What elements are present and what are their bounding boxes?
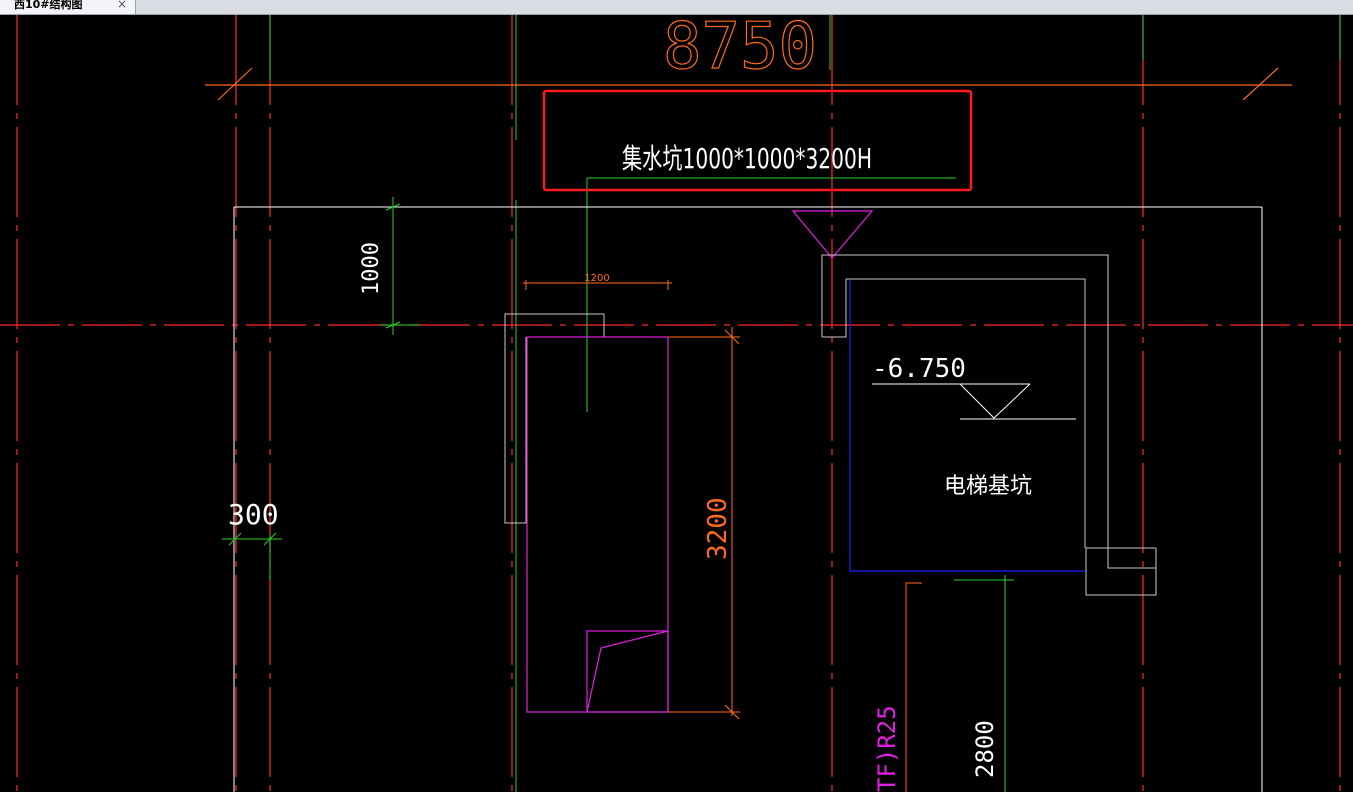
axis-lines-vertical: [16, 15, 1341, 792]
top-dimension-text: 8750: [663, 15, 817, 84]
sump-wall-outline: [504, 313, 605, 524]
elevator-pit-wall-outline: [821, 254, 1157, 596]
dimension-300-text: 300: [228, 498, 279, 531]
dimension-2800-text: 2800: [971, 720, 999, 778]
dimension-1200-text: 1200: [584, 273, 609, 284]
close-icon[interactable]: ×: [116, 0, 127, 11]
elevation-triangle-icon: [872, 383, 1076, 420]
document-tab[interactable]: 西10#结构图 ×: [0, 0, 136, 14]
dimension-1000-line: [380, 197, 420, 335]
sump-highlight-box: [542, 89, 973, 192]
elevation-text: -6.750: [872, 354, 966, 384]
dimension-300-line: [222, 532, 282, 546]
dimension-1000-text: 1000: [359, 242, 384, 295]
document-tab-bar: 西10#结构图 ×: [0, 0, 1353, 15]
sump-label: 集水坑1000*1000*3200H: [622, 142, 872, 175]
sump-pit-outline: [526, 336, 669, 713]
cad-drawing-canvas[interactable]: 8750 集水坑1000*1000*3200H 1000 1200: [0, 15, 1353, 792]
lower-section-lines: [905, 582, 922, 792]
green-grid-lines: [269, 15, 1341, 792]
outer-wall-outline: [233, 206, 1263, 792]
top-dimension-line: [205, 67, 1292, 101]
elevator-pit-label: 电梯基坑: [944, 474, 1032, 499]
document-tab-label: 西10#结构图: [14, 0, 83, 11]
dimension-3200-text: 3200: [703, 497, 733, 560]
dimension-1200-line: [523, 280, 672, 290]
elevator-pit-outline: [849, 280, 1085, 572]
dimension-3200-line: [668, 327, 740, 720]
section-triangle-icon: [791, 210, 874, 259]
rebar-label: TF)R25: [873, 705, 901, 792]
